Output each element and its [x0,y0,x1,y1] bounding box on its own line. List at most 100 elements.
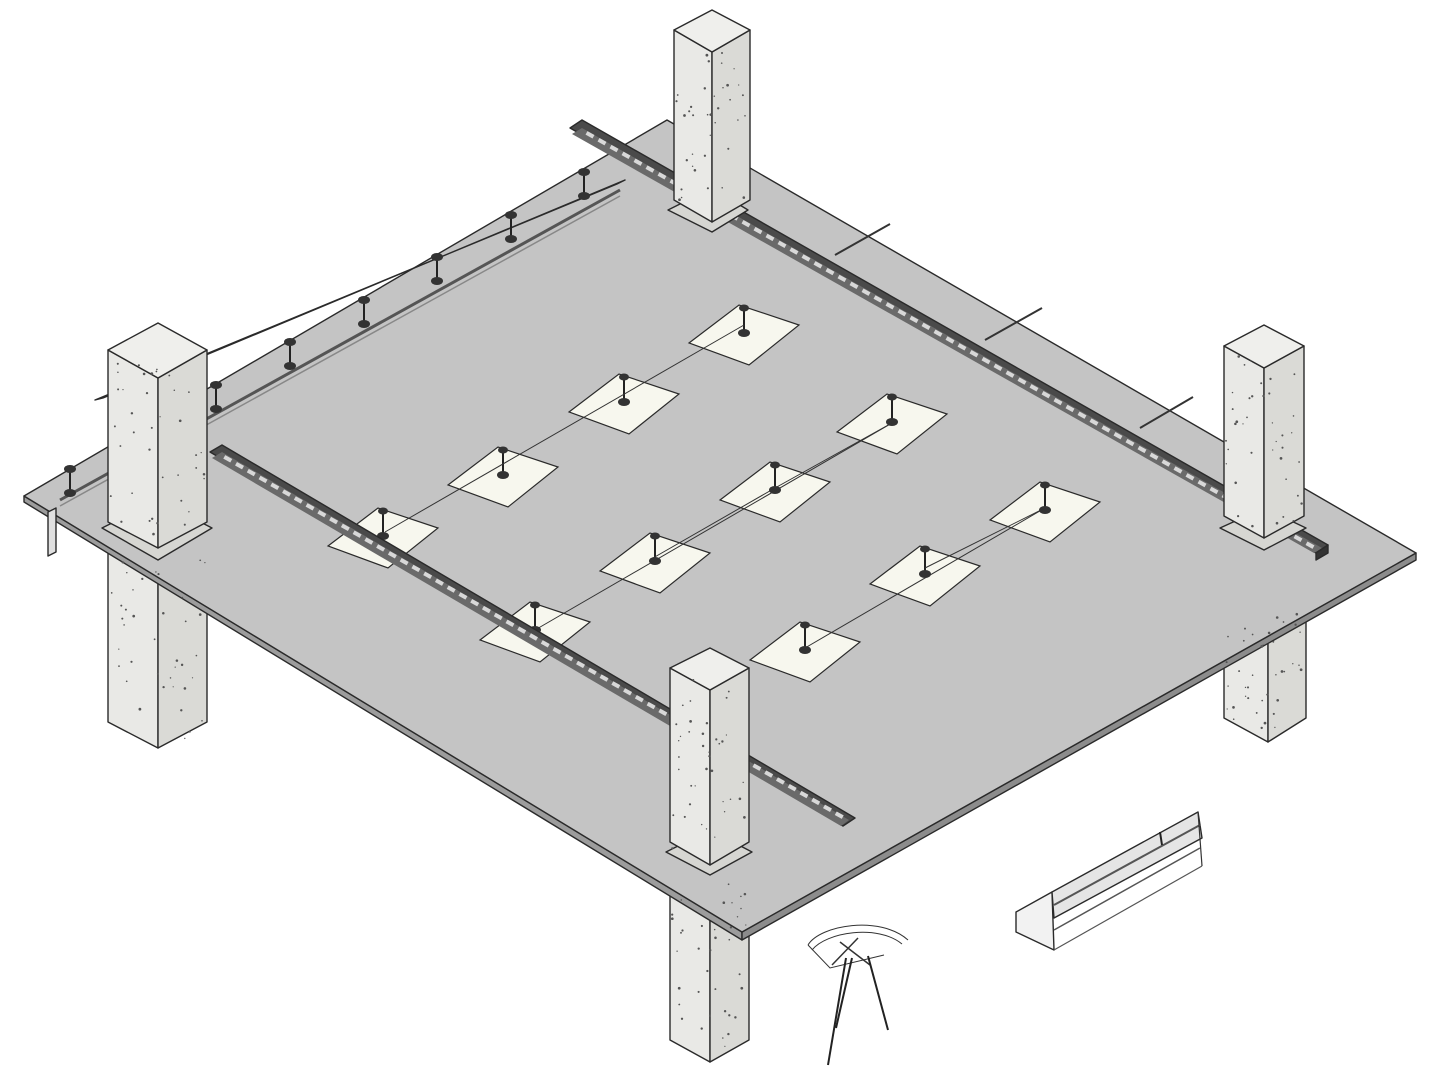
tray-rung [282,489,292,497]
tray-rung [1029,384,1039,392]
tray-rung [458,592,468,600]
tray-rung [849,281,859,289]
tray-rung [837,274,847,283]
tray-rung [789,247,799,255]
tray-rung [470,599,480,607]
rail-hanger-2 [505,211,517,243]
tray-rung [1197,479,1207,488]
tray-rung [1053,397,1063,406]
tray-rung [787,784,797,792]
tray-rung [825,267,835,276]
tray-rung [1017,377,1027,385]
tray-rung [657,172,667,180]
tray-rung [387,551,397,559]
tray-rung [957,343,967,351]
tray-rung [741,220,751,228]
tray-rung [529,633,538,641]
tray-rung [1161,459,1171,467]
tray-rung [1089,418,1099,426]
tray-rung [505,619,515,627]
tray-rung [223,455,233,463]
trunking-segment-part[interactable] [1015,811,1203,951]
tray-rung [270,482,280,490]
tray-rung [621,151,631,160]
tray-rung [1209,486,1219,495]
tray-rung [933,329,943,337]
tray-rung [765,233,775,242]
tray-rung [597,137,607,146]
tray-rung [611,681,621,689]
tray-rung [1137,445,1147,454]
tray-rung [752,763,762,771]
tray-rung [293,496,303,504]
tray-rung [645,165,655,173]
tray-support-rods [834,223,1194,429]
tray-rung [481,605,491,614]
tray-rung [587,667,597,675]
column-east[interactable] [1219,324,1307,551]
tray-rung [423,571,433,580]
tray-rung [764,770,774,778]
floor-slab[interactable] [23,119,1417,941]
tray-rung [1173,466,1183,474]
tray-rung [801,254,811,262]
tray-rung [329,516,339,525]
ceiling-panel-group [326,304,1102,683]
tray-rung [861,288,871,296]
tray-rung [399,557,409,566]
tray-rung [1293,534,1303,543]
tray-rung [909,315,919,324]
tray-rung [753,226,763,235]
rail-hanger-group [64,168,590,497]
tray-rung [823,804,832,812]
concrete-texture [109,52,1303,1047]
tray-rung [945,336,955,344]
tray-rung [305,503,315,511]
tray-rung [981,356,991,365]
stand-bracket-part[interactable] [807,924,909,1066]
rail-hanger-7 [64,465,76,497]
tray-rung [609,144,619,153]
tray-rung [873,295,883,303]
tray-rung [599,674,609,682]
rail-hanger-4 [358,296,370,328]
tray-rung [235,462,244,470]
tray-rung [897,308,907,317]
rail-hanger-5 [284,338,296,370]
tray-rung [775,777,785,785]
tray-rung [540,640,550,648]
tray-rung [246,468,256,477]
ceiling-panel-9 [988,481,1102,543]
ceiling-panel-1 [687,304,801,366]
tray-rung [340,523,350,532]
tray-rung [434,578,444,586]
tray-rung [1305,541,1315,549]
tray-rung [811,797,821,806]
tray-rung [658,708,668,717]
tray-rung [799,790,809,799]
column-north[interactable] [667,9,751,233]
rail-hanger-1 [578,168,590,200]
tray-rung [317,509,327,518]
tray-rung [885,302,895,310]
column-south[interactable] [665,647,753,876]
ceiling-panel-11 [748,621,862,683]
tray-rung [585,131,595,139]
ceiling-panel-2 [567,373,681,435]
tray-rung [1101,425,1111,433]
hanger-wires [384,324,1046,649]
column-west[interactable] [101,322,213,561]
tray-rung [564,653,574,662]
tray-rung [1065,404,1075,413]
tray-rung [258,475,268,484]
rail-hanger-6 [210,381,222,413]
rail-hanger-3 [431,253,443,285]
ceiling-panel-3 [446,446,560,508]
tray-rung [493,612,503,621]
tray-rung [446,585,456,593]
tray-rung [376,544,386,552]
tray-rung [1041,391,1051,399]
tray-rung [834,811,844,819]
